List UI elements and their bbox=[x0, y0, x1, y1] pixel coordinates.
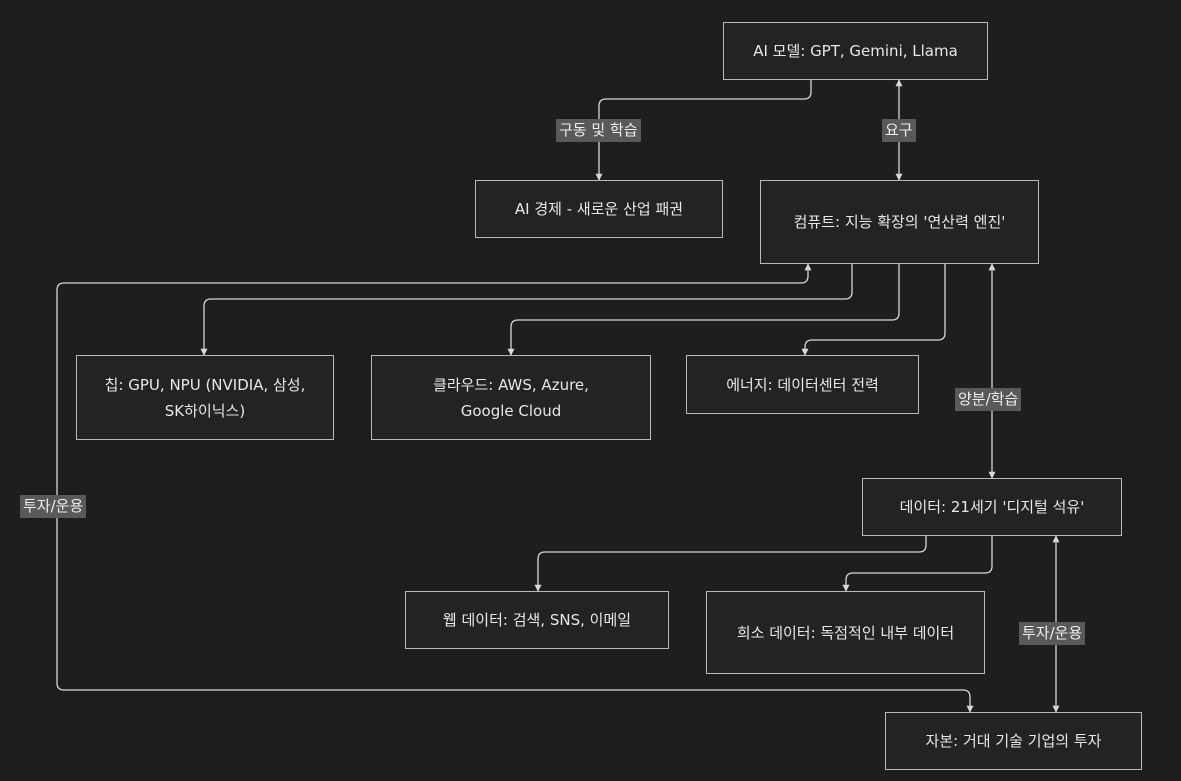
node-rare-data: 희소 데이터: 독점적인 내부 데이터 bbox=[706, 591, 985, 674]
edge-compute-cloud bbox=[507, 264, 900, 356]
edge-label-nourish: 양분/학습 bbox=[955, 388, 1022, 411]
node-cloud: 클라우드: AWS, Azure, Google Cloud bbox=[371, 355, 651, 440]
node-energy-label: 에너지: 데이터센터 전력 bbox=[726, 375, 879, 394]
edge-label-drive: 구동 및 학습 bbox=[556, 119, 641, 142]
edge-data-web bbox=[534, 536, 927, 592]
node-cloud-label: 클라우드: AWS, Azure, Google Cloud bbox=[433, 375, 589, 420]
edge-invest-left bbox=[56, 263, 974, 713]
node-chip: 칩: GPU, NPU (NVIDIA, 삼성, SK하이닉스) bbox=[76, 355, 334, 440]
edge-drive bbox=[595, 80, 812, 181]
edge-label-demand: 요구 bbox=[882, 119, 916, 142]
node-energy: 에너지: 데이터센터 전력 bbox=[686, 355, 919, 414]
edge-compute-chip bbox=[200, 264, 853, 356]
edge-label-invest-left: 투자/운용 bbox=[20, 495, 87, 518]
node-capital: 자본: 거대 기술 기업의 투자 bbox=[885, 712, 1142, 770]
node-ai-economy-label: AI 경제 - 새로운 산업 패권 bbox=[514, 200, 684, 218]
node-compute-label: 컴퓨트: 지능 확장의 '연산력 엔진' bbox=[793, 213, 1006, 231]
node-ai-model: AI 모델: GPT, Gemini, Llama bbox=[723, 22, 988, 80]
edge-label-invest-right: 투자/운용 bbox=[1019, 622, 1086, 645]
node-chip-label: 칩: GPU, NPU (NVIDIA, 삼성, SK하이닉스) bbox=[104, 375, 306, 420]
node-compute: 컴퓨트: 지능 확장의 '연산력 엔진' bbox=[760, 180, 1039, 264]
node-ai-model-label: AI 모델: GPT, Gemini, Llama bbox=[753, 42, 958, 60]
node-web-data-label: 웹 데이터: 검색, SNS, 이메일 bbox=[442, 611, 632, 629]
node-data: 데이터: 21세기 '디지털 석유' bbox=[862, 478, 1122, 536]
node-rare-data-label: 희소 데이터: 독점적인 내부 데이터 bbox=[736, 623, 955, 642]
edge-compute-energy bbox=[801, 264, 946, 356]
edge-data-rare bbox=[842, 536, 993, 592]
node-capital-label: 자본: 거대 기술 기업의 투자 bbox=[925, 732, 1102, 750]
node-data-label: 데이터: 21세기 '디지털 석유' bbox=[899, 498, 1085, 516]
node-web-data: 웹 데이터: 검색, SNS, 이메일 bbox=[405, 591, 669, 649]
node-ai-economy: AI 경제 - 새로운 산업 패권 bbox=[475, 180, 723, 238]
